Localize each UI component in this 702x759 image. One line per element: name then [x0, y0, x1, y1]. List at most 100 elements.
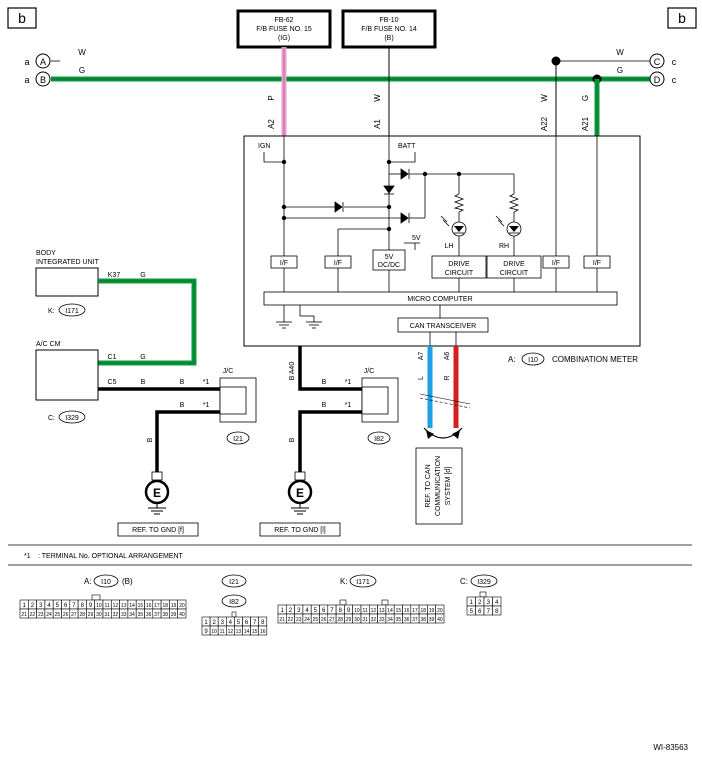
combination-meter-box	[243, 135, 641, 347]
svg-text:B: B	[322, 379, 327, 386]
svg-text:L: L	[418, 376, 425, 380]
connector-a-B: a B G	[24, 66, 85, 87]
pin-number: 38	[162, 612, 168, 618]
svg-text:I82: I82	[229, 599, 239, 606]
svg-text:REF. TO GND [l]: REF. TO GND [l]	[274, 527, 326, 534]
svg-text:B: B	[141, 379, 146, 386]
svg-text:A7: A7	[418, 352, 425, 361]
pin-number: 10	[211, 629, 217, 635]
svg-text:D: D	[654, 75, 661, 85]
micro-computer-block: MICRO COMPUTER	[263, 291, 618, 306]
ground-circuit-i21: B *1 B *1 B J/C I21 E	[98, 368, 257, 515]
batt-label: BATT	[398, 143, 416, 150]
fuse-fb10-source: (B)	[384, 35, 393, 42]
svg-text:I21: I21	[229, 579, 239, 586]
pin-number: 3	[39, 603, 43, 609]
pin-number: 24	[46, 612, 52, 618]
pin-number: 25	[55, 612, 61, 618]
svg-text:COMBINATION METER: COMBINATION METER	[552, 355, 638, 364]
pin-number: 17	[412, 608, 418, 614]
corner-label-left: b	[18, 10, 26, 26]
drive-circuit-lh: DRIVE CIRCUIT	[431, 255, 487, 279]
pin-number: 17	[154, 603, 160, 609]
pin-a22: A22	[540, 116, 549, 131]
pin-number: 6	[478, 609, 482, 615]
svg-text:DC/DC: DC/DC	[378, 262, 400, 269]
pin-cell	[435, 613, 445, 624]
svg-text:G: G	[140, 272, 145, 279]
pin-number: 21	[21, 612, 27, 618]
svg-text:MICRO COMPUTER: MICRO COMPUTER	[407, 296, 472, 303]
pin-number: 19	[429, 608, 435, 614]
pin-number: 1	[22, 603, 26, 609]
can-transceiver-block: CAN TRANSCEIVER	[397, 317, 489, 333]
pin-number: 9	[89, 603, 93, 609]
five-v-label: 5V	[412, 235, 421, 242]
if-block: I/F	[324, 255, 352, 269]
pin-number: 1	[204, 620, 208, 626]
pin-number: 27	[71, 612, 77, 618]
fuse-fb10-id: FB-10	[379, 17, 398, 24]
wire-color-w2: W	[540, 94, 549, 102]
pin-number: 18	[420, 608, 426, 614]
svg-text:A: A	[40, 57, 46, 67]
svg-text:I10: I10	[101, 579, 111, 586]
drive-circuit-rh: DRIVE CIRCUIT	[486, 255, 542, 279]
pin-number: 21	[279, 617, 285, 623]
pin-number: 38	[420, 617, 426, 623]
bottom-connector-a-label: A: I10 (B)	[84, 574, 133, 588]
pin-number: 7	[487, 609, 491, 615]
svg-text:E: E	[296, 486, 304, 500]
svg-text:a: a	[24, 57, 29, 67]
bottom-connector-i21-label: I21 I82	[221, 574, 247, 608]
pin-number: 5	[237, 620, 241, 626]
fuse-fb10-name: F/B FUSE NO. 14	[361, 26, 417, 33]
svg-text:a: a	[24, 75, 29, 85]
svg-text:B: B	[289, 375, 296, 380]
pin-number: 11	[105, 603, 110, 609]
pin-number: 24	[304, 617, 310, 623]
connector-C-c: C c W	[616, 48, 677, 69]
svg-text:CIRCUIT: CIRCUIT	[500, 270, 529, 277]
pin-number: 4	[305, 608, 309, 614]
pin-number: 2	[212, 620, 216, 626]
svg-text:B: B	[180, 379, 185, 386]
svg-text:I82: I82	[374, 436, 384, 443]
pin-cell	[258, 625, 268, 636]
svg-text:I329: I329	[65, 415, 79, 422]
pin-number: 20	[179, 603, 185, 609]
pin-number: 14	[244, 629, 250, 635]
pin-number: 15	[252, 629, 258, 635]
resistor-icon	[453, 193, 520, 213]
pin-number: 16	[404, 608, 410, 614]
pin-number: 39	[429, 617, 435, 623]
pin-number: 31	[362, 617, 368, 623]
if-block: I/F	[583, 255, 611, 269]
pin-number: 36	[404, 617, 410, 623]
svg-text:G: G	[79, 66, 85, 75]
pin-number: 3	[221, 620, 225, 626]
pin-number: 1	[280, 608, 284, 614]
if-block: I/F	[542, 255, 570, 269]
pin-number: 13	[379, 608, 385, 614]
pin-number: 40	[437, 617, 443, 623]
svg-text:G: G	[617, 66, 623, 75]
diagram-id: WI-83563	[653, 743, 688, 752]
led-lh-icon	[440, 215, 467, 237]
svg-text:K37: K37	[108, 272, 121, 279]
pin-number: 26	[321, 617, 327, 623]
svg-text:W: W	[616, 48, 624, 57]
svg-text:REF. TO GND [f]: REF. TO GND [f]	[132, 527, 184, 534]
svg-text:COMMUNICATION: COMMUNICATION	[435, 456, 442, 516]
svg-text:5V: 5V	[385, 254, 394, 261]
pin-number: 22	[288, 617, 294, 623]
footnote-text: : TERMINAL No. OPTIONAL ARRANGEMENT	[38, 553, 184, 560]
pin-number: 37	[154, 612, 160, 618]
svg-text:W: W	[78, 48, 86, 57]
internal-ground-icon	[276, 321, 322, 329]
pin-number: 25	[313, 617, 319, 623]
